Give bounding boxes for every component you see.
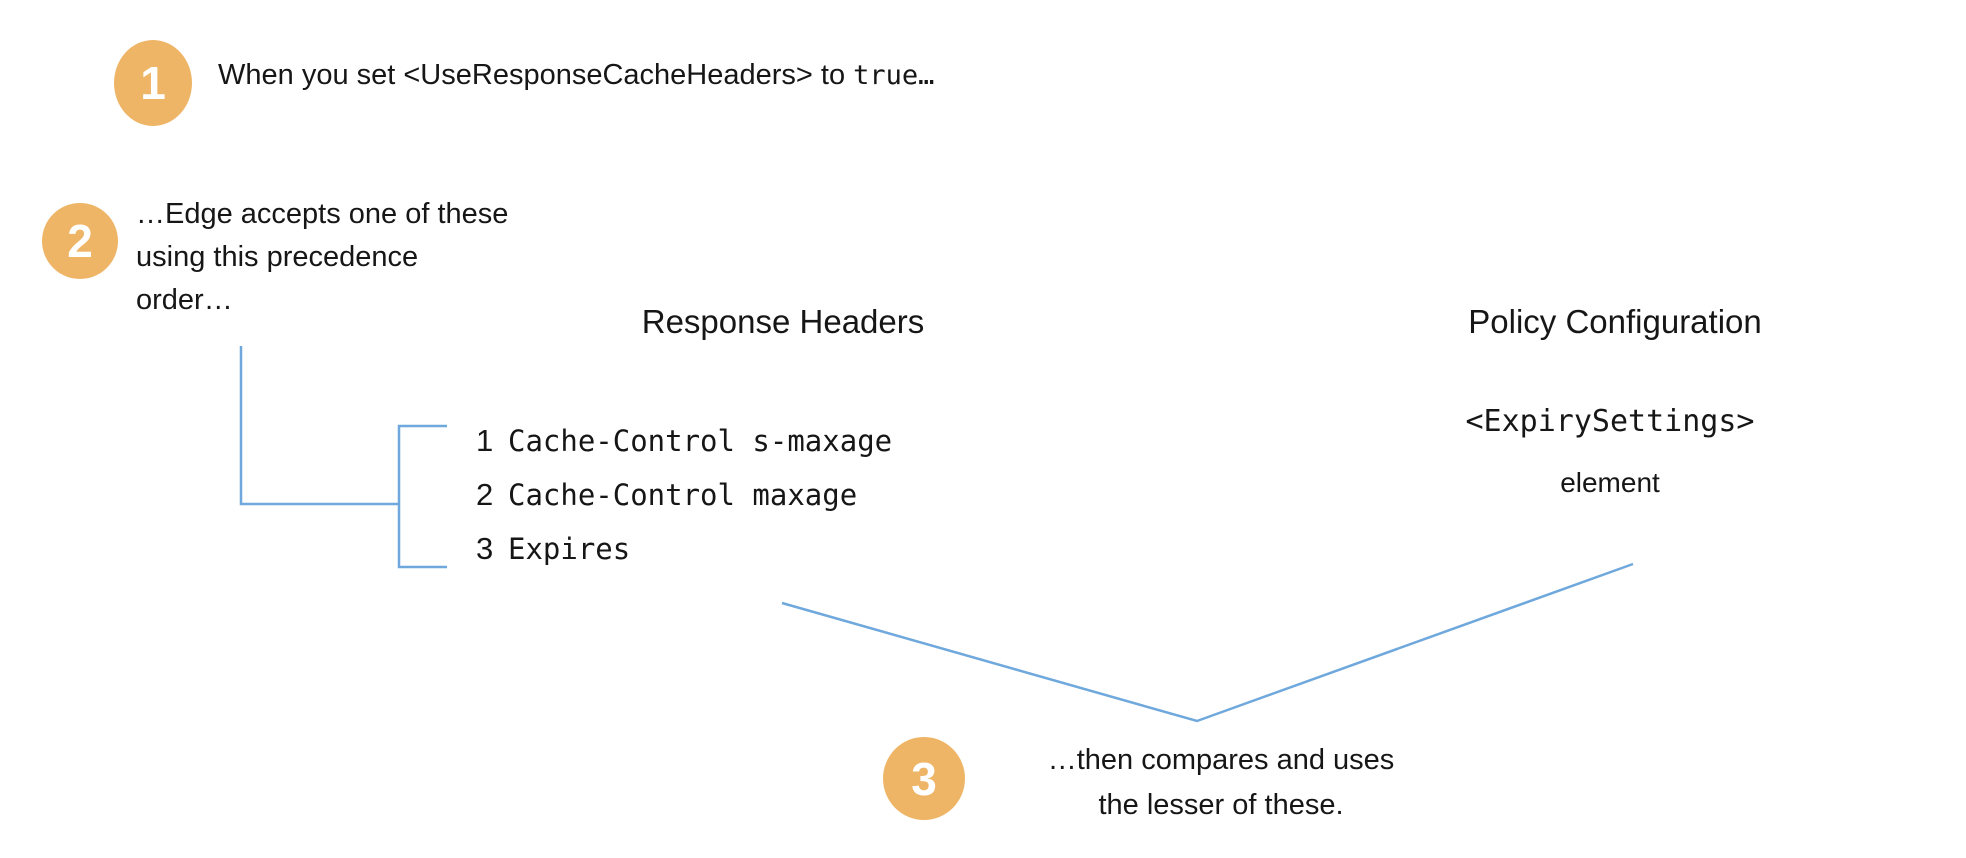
step-3-badge-number: 3 [911,752,937,805]
precedence-header-name: Cache-Control s-maxage [508,424,893,458]
step-3-text: …then compares and uses the lesser of th… [1047,744,1395,821]
precedence-rank: 1 [476,423,494,458]
step-2-badge-number: 2 [67,215,93,267]
step-1-text-prefix: When you set <UseResponseCacheHeaders> t… [218,59,854,91]
step-1-badge-number: 1 [140,57,166,109]
step-1-code-value: true… [853,60,935,91]
compare-v-line [781,562,1634,723]
precedence-bracket-line [397,424,447,569]
step-3-badge: 3 [883,737,965,820]
precedence-rank: 2 [476,477,494,512]
expiry-settings-code: <ExpirySettings> [1465,404,1755,439]
step-1-text: When you set <UseResponseCacheHeaders> t… [218,57,934,94]
step-1-badge: 1 [114,40,192,126]
precedence-item: 2 Cache-Control maxage [476,468,892,522]
policy-configuration-title: Policy Configuration [1468,303,1762,340]
precedence-rank: 3 [476,531,494,566]
precedence-header-name: Cache-Control maxage [508,478,858,512]
precedence-list: 1 Cache-Control s-maxage 2 Cache-Control m… [476,414,892,576]
step-2-text: …Edge accepts one of these using this pr… [136,198,509,316]
response-headers-title: Response Headers [641,303,925,340]
precedence-item: 1 Cache-Control s-maxage [476,414,892,468]
step-2-badge: 2 [42,203,118,279]
precedence-item: 3 Expires [476,522,892,576]
elbow-connector-line [239,346,399,506]
precedence-header-name: Expires [508,532,631,566]
expiry-settings-element-label: element [1560,467,1660,498]
